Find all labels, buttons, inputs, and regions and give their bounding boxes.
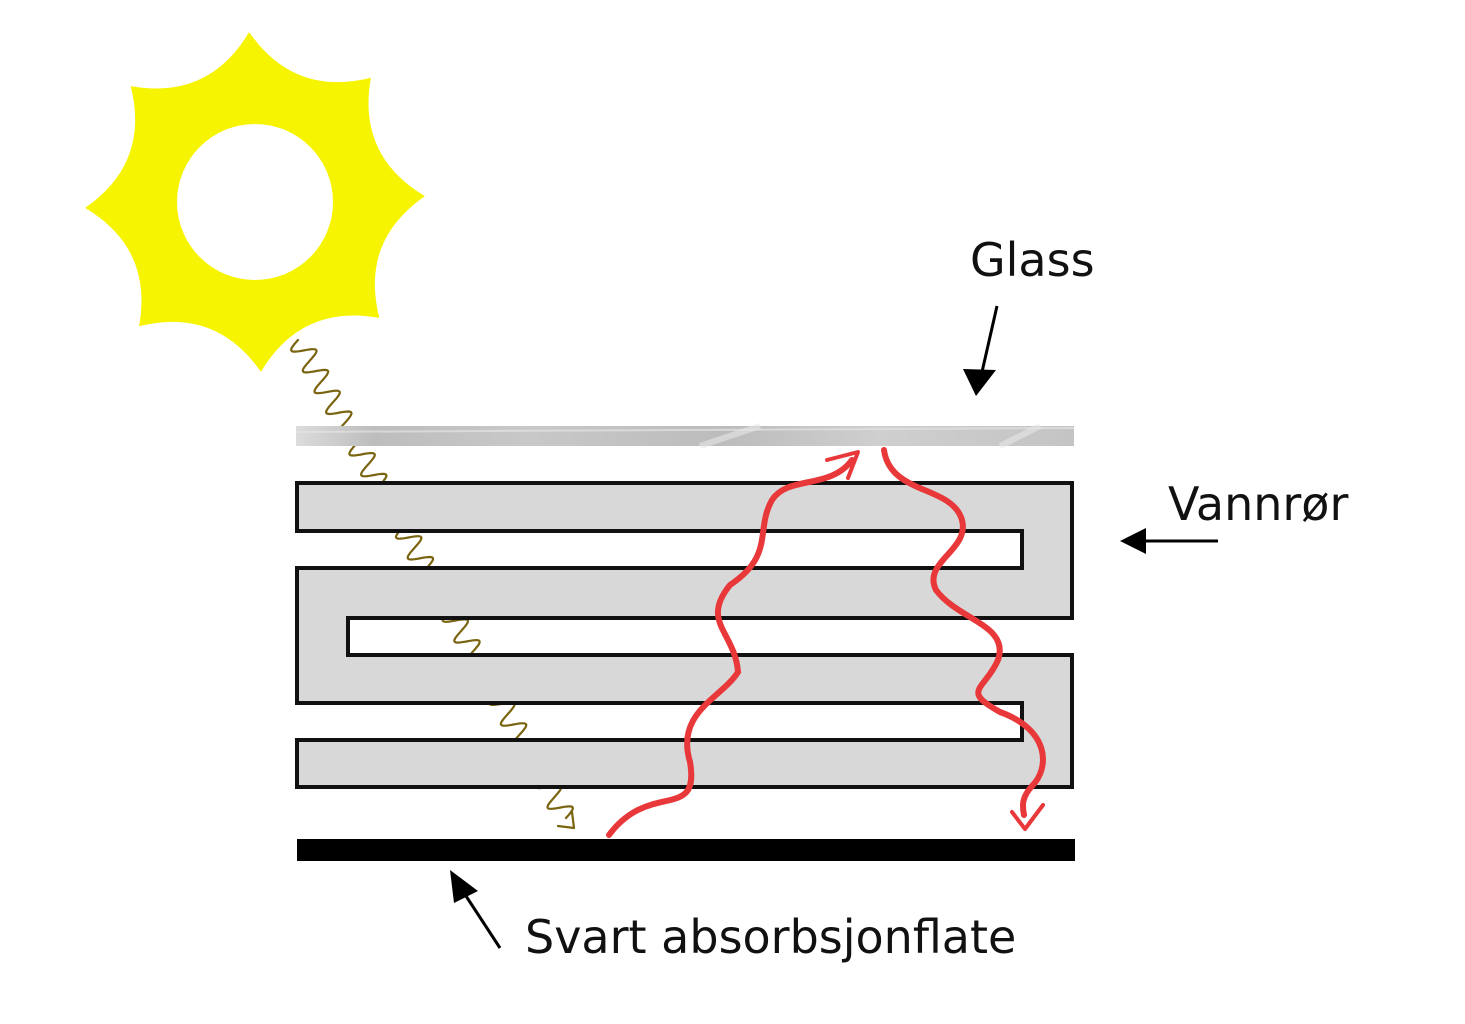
heat-radiation-rays xyxy=(606,447,1046,838)
water-pipe xyxy=(295,481,1074,789)
incoming-ray-arrowhead xyxy=(556,810,576,830)
heat-ray-down xyxy=(881,447,1046,818)
heat-ray-up-arrowhead xyxy=(825,450,860,480)
glass-pointer-arrow xyxy=(963,305,999,396)
glass-label: Glass xyxy=(970,233,1095,287)
absorber-label: Svart absorbsjonflate xyxy=(525,910,1016,964)
sun-center xyxy=(177,124,333,280)
heat-ray-down-arrowhead xyxy=(1010,803,1045,831)
pipe-label: Vannrør xyxy=(1168,477,1348,531)
glass-plate xyxy=(295,423,1075,449)
absorber-plate xyxy=(297,839,1075,861)
sun-icon xyxy=(85,32,425,372)
heat-ray-up xyxy=(606,457,855,838)
pipe-pointer-arrow xyxy=(1120,528,1218,554)
absorber-pointer-arrow xyxy=(450,870,502,949)
